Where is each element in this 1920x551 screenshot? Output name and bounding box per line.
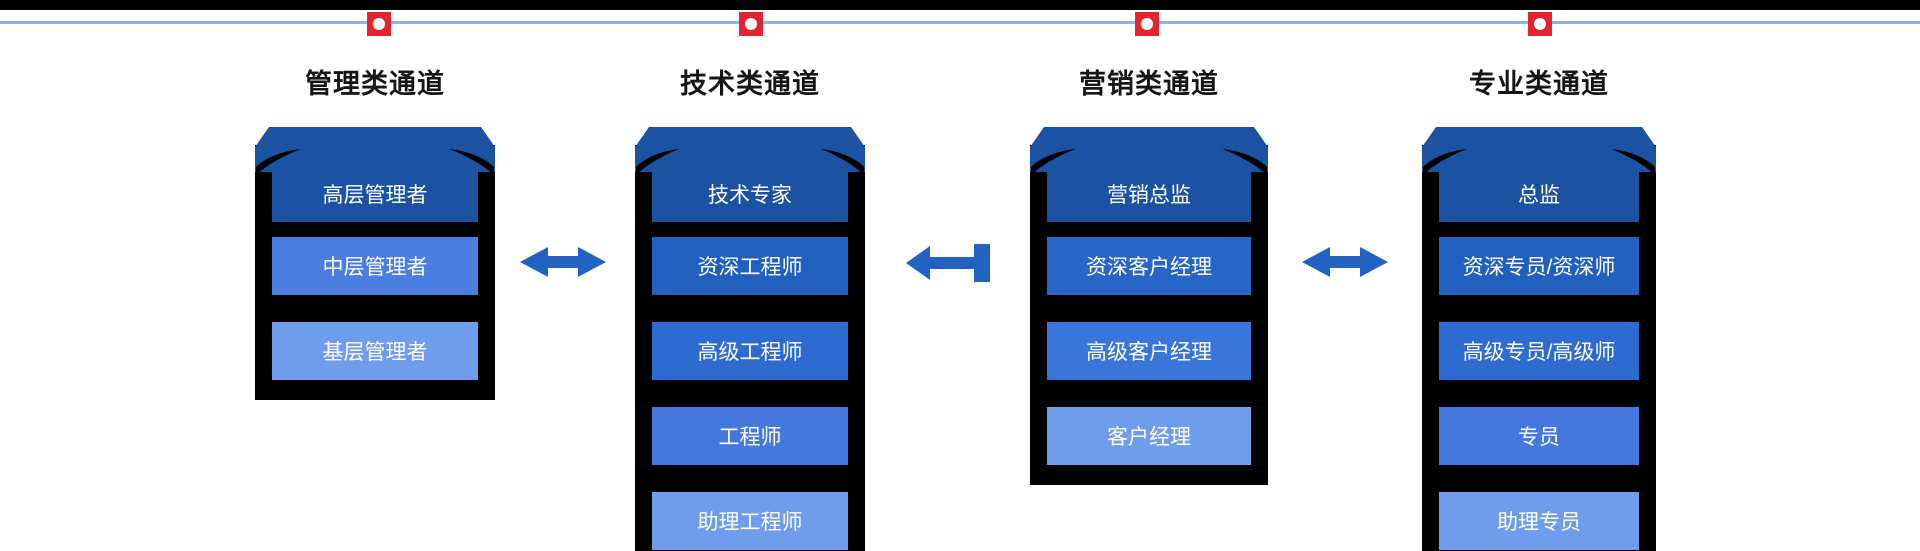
channel-flag [1030,127,1268,172]
marker-dot-icon [1534,18,1546,30]
timeline-node-marker [1135,12,1159,36]
level-label: 助理工程师 [697,511,803,534]
level-box: 资深工程师 [652,237,848,295]
left-arrow-icon [906,244,990,282]
timeline-line [0,21,1920,24]
channel-title: 专业类通道 [1469,69,1609,99]
level-label: 资深专员/资深师 [1462,256,1616,279]
level-box: 资深专员/资深师 [1439,237,1639,295]
level-label: 基层管理者 [322,341,428,364]
channel-title: 技术类通道 [680,69,820,99]
level-box: 专员 [1439,407,1639,465]
timeline-node-marker [367,12,391,36]
level-box: 工程师 [652,407,848,465]
level-box: 总监 [1439,165,1639,222]
ladder-graphic: 总监 资深专员/资深师 高级专员/高级师 专员 助理专员 [1422,127,1656,551]
ladder-bottom-bar [255,380,495,400]
level-box: 技术专家 [652,165,848,222]
double-arrow-icon [1302,247,1388,277]
top-black-bar [0,0,1920,10]
level-label: 资深客户经理 [1086,256,1212,279]
level-box: 高级客户经理 [1047,322,1251,380]
level-box: 助理专员 [1439,492,1639,550]
level-label: 技术专家 [708,183,792,207]
level-box: 高级专员/高级师 [1439,322,1639,380]
ladder-bottom-bar [1030,465,1268,485]
level-box: 高层管理者 [272,165,478,222]
channel-column-professional: 专业类通道 总监 资深专员/资深师 高级专员/高级师 专员 助理专员 [1422,0,1656,551]
level-box: 基层管理者 [272,322,478,380]
level-label: 助理专员 [1497,511,1581,534]
channel-column-technical: 技术类通道 技术专家 资深工程师 高级工程师 工程师 助理工程师 [635,0,865,551]
level-box: 助理工程师 [652,492,848,550]
level-label: 中层管理者 [322,256,428,279]
level-label: 专员 [1518,426,1560,449]
channel-column-management: 管理类通道 高层管理者 中层管理者 基层管理者 [255,0,495,551]
timeline-node-marker [1528,12,1552,36]
channel-flag [255,127,495,172]
channel-column-marketing: 营销类通道 营销总监 资深客户经理 高级客户经理 客户经理 [1030,0,1268,551]
marker-dot-icon [745,18,757,30]
ladder-graphic: 营销总监 资深客户经理 高级客户经理 客户经理 [1030,127,1268,485]
channel-title: 管理类通道 [305,69,445,99]
channel-flag [635,127,865,172]
level-box: 客户经理 [1047,407,1251,465]
channel-flag [1422,127,1656,172]
level-label: 客户经理 [1107,426,1191,449]
level-label: 资深工程师 [697,256,803,279]
flag-fold-swoosh-icon [256,149,494,175]
flag-fold-swoosh-icon [1422,149,1656,175]
timeline-node-marker [739,12,763,36]
level-label: 营销总监 [1107,183,1191,207]
channel-title: 营销类通道 [1079,69,1219,99]
flag-fold-swoosh-icon [635,149,865,175]
level-label: 工程师 [718,426,782,449]
level-label: 高级专员/高级师 [1462,341,1616,364]
double-arrow-icon [520,247,606,277]
flag-fold-swoosh-icon [1030,149,1268,175]
level-box: 中层管理者 [272,237,478,295]
level-label: 高层管理者 [322,183,428,207]
level-label: 高级客户经理 [1086,341,1212,364]
level-box: 资深客户经理 [1047,237,1251,295]
ladder-graphic: 技术专家 资深工程师 高级工程师 工程师 助理工程师 [635,127,865,551]
marker-dot-icon [373,18,385,30]
level-label: 总监 [1518,183,1560,207]
marker-dot-icon [1141,18,1153,30]
level-label: 高级工程师 [697,341,803,364]
level-box: 营销总监 [1047,165,1251,222]
level-box: 高级工程师 [652,322,848,380]
ladder-graphic: 高层管理者 中层管理者 基层管理者 [255,127,495,400]
